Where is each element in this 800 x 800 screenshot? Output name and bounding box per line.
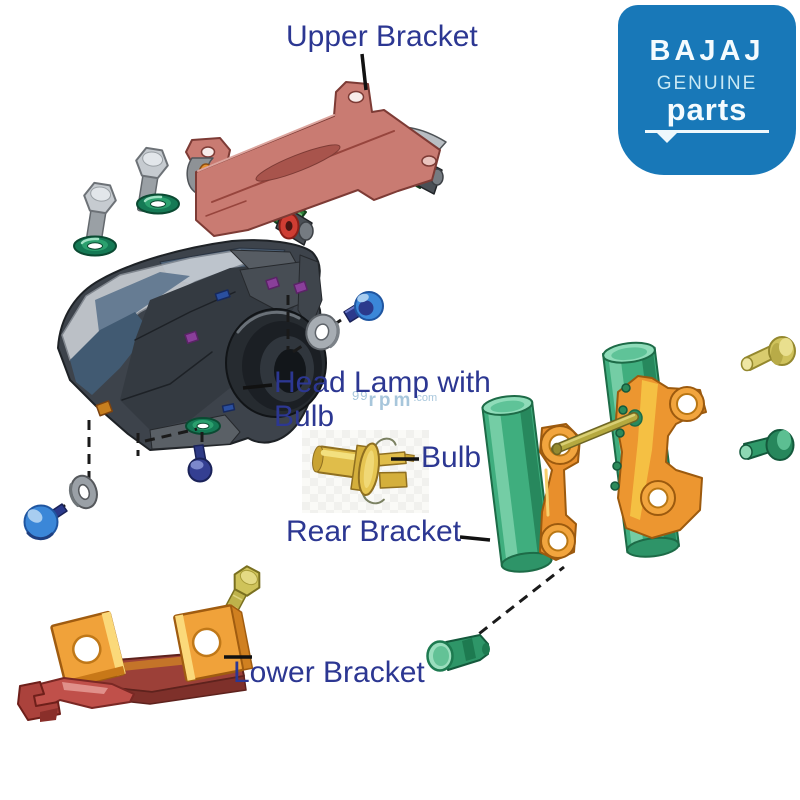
screw-navy xyxy=(187,444,213,483)
label-head-lamp: Head Lamp with Bulb xyxy=(274,366,491,434)
o-ring-green-3 xyxy=(185,417,221,435)
washer-grey-top xyxy=(305,313,340,351)
label-lower-bracket: Lower Bracket xyxy=(233,656,425,689)
label-bulb: Bulb xyxy=(421,441,482,474)
label-head-lamp-line1: Head Lamp with xyxy=(274,366,491,399)
logo-arrow-icon xyxy=(657,133,677,143)
watermark-name: rpm xyxy=(368,390,414,411)
bolt-green-right xyxy=(739,429,795,461)
lower-bracket-right-tab xyxy=(173,604,254,682)
lower-bracket-left-tab xyxy=(50,610,126,690)
bolt-yellow-right xyxy=(740,336,796,372)
watermark: 99rpm.com xyxy=(352,388,437,412)
watermark-suffix: .com xyxy=(413,392,438,404)
logo-genuine-text: GENUINE xyxy=(656,73,758,94)
logo-underline xyxy=(645,130,769,143)
washer-grey-left xyxy=(68,474,98,510)
screw-blue-top xyxy=(343,291,384,323)
logo-brand-text: BAJAJ xyxy=(649,35,765,67)
screw-blue-bottom-left xyxy=(23,503,68,541)
rear-bracket-rod xyxy=(551,409,643,456)
logo-parts-text: parts xyxy=(666,92,748,127)
lower-bracket-assembly xyxy=(17,604,254,722)
o-ring-green-2 xyxy=(73,235,117,257)
watermark-prefix: 99 xyxy=(352,388,369,403)
fork-tube-left xyxy=(481,395,553,573)
rear-bracket-assembly xyxy=(481,341,707,573)
o-ring-green-1 xyxy=(136,193,180,215)
hex-bolt-silver-2 xyxy=(83,181,117,249)
hex-bolt-silver-1 xyxy=(135,146,169,214)
bolt-green-bottom xyxy=(426,634,490,672)
label-leader-lines xyxy=(224,53,491,659)
bajaj-genuine-parts-badge: BAJAJ GENUINE parts xyxy=(618,5,796,175)
lower-bracket-red-arm xyxy=(17,677,135,722)
upper-bracket-assembly xyxy=(185,81,447,246)
label-rear-bracket: Rear Bracket xyxy=(286,515,462,548)
label-upper-bracket: Upper Bracket xyxy=(286,20,478,53)
head-lamp-with-bulb-part xyxy=(57,239,327,451)
bulb-part xyxy=(312,437,415,505)
rear-bracket-right-plate xyxy=(610,375,707,539)
label-head-lamp-line2: Bulb xyxy=(274,400,335,433)
rear-bracket-left-clamp xyxy=(539,423,581,561)
upper-bracket xyxy=(185,81,441,237)
